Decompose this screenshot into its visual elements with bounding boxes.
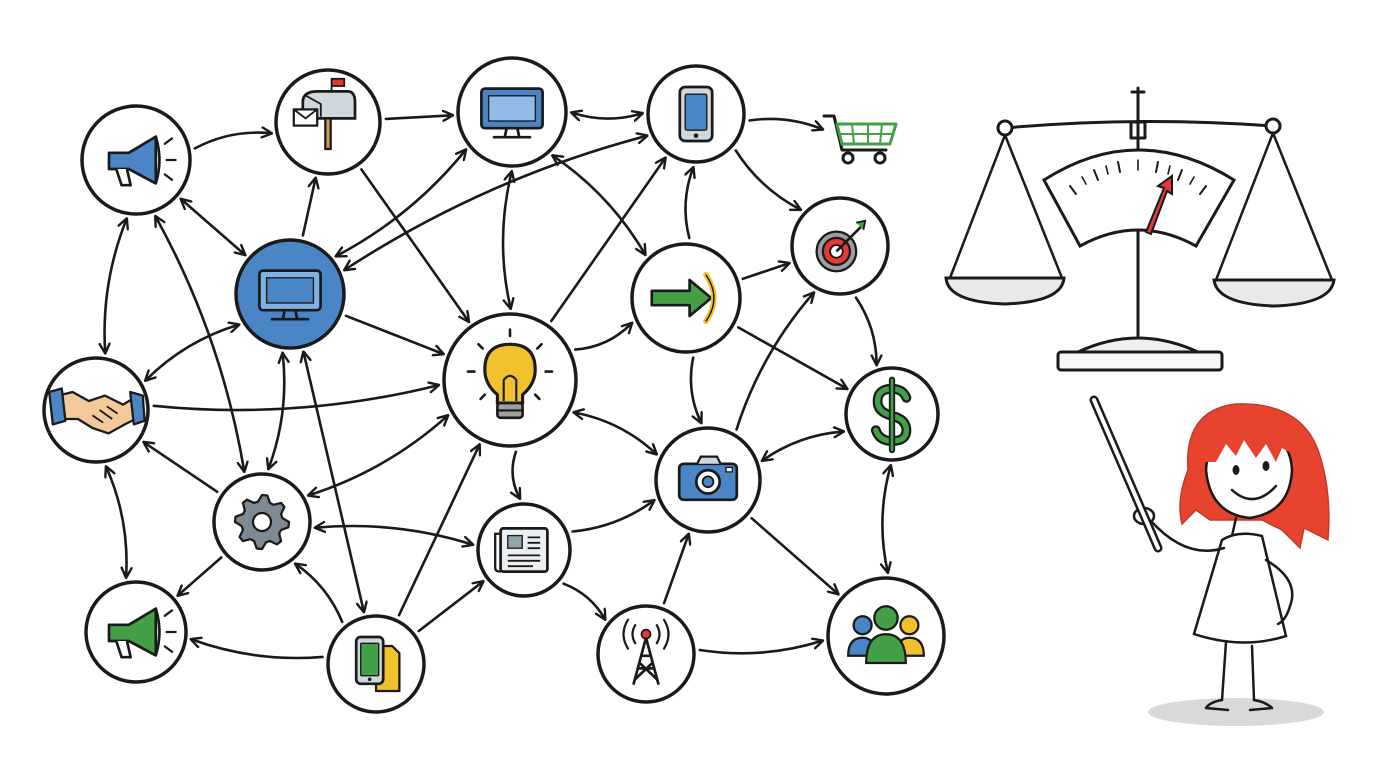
arrow-lightbulb-to-newspaper xyxy=(513,450,520,498)
arrow-dollar-to-people-group xyxy=(882,466,890,572)
camera-icon xyxy=(677,455,739,502)
node-gear xyxy=(212,472,312,572)
node-handshake xyxy=(42,356,150,464)
arrow-phone-documents-to-lightbulb xyxy=(397,445,479,617)
arrow-gear-to-handshake xyxy=(144,442,219,494)
mailbox-icon xyxy=(292,77,357,151)
node-camera xyxy=(654,426,762,534)
connection-arrows xyxy=(105,113,891,660)
arrow-phone-documents-to-gear xyxy=(296,564,344,624)
arrow-radio-tower-to-people-group xyxy=(698,641,822,655)
node-mailbox xyxy=(274,68,382,176)
arrow-lightbulb-to-camera xyxy=(574,413,656,454)
node-newspaper xyxy=(476,502,572,598)
arrow-monitor-hub-to-handshake xyxy=(146,325,239,380)
node-people-group xyxy=(826,576,946,696)
phone-documents-icon xyxy=(354,635,401,693)
gear-icon xyxy=(233,493,291,551)
lightbulb-icon xyxy=(466,328,554,420)
arrow-arrow-signal-to-target xyxy=(741,263,789,281)
node-monitor-hub xyxy=(234,238,346,350)
node-dollar xyxy=(844,366,940,462)
arrow-camera-to-dollar xyxy=(763,432,844,461)
arrow-handshake-to-megaphone-green xyxy=(106,467,126,577)
megaphone-icon xyxy=(107,607,177,659)
handshake-icon xyxy=(48,387,146,435)
pointer-stick-icon xyxy=(1089,395,1163,553)
dollar-sign-icon xyxy=(870,376,912,454)
arrow-megaphone-blue-to-monitor-hub xyxy=(181,199,244,254)
gauge-needle-icon xyxy=(1042,148,1237,249)
arrow-arrow-signal-to-camera xyxy=(689,356,701,423)
arrow-desktop-to-smartphone xyxy=(572,113,642,119)
megaphone-icon xyxy=(107,135,177,187)
node-lightbulb xyxy=(442,312,578,448)
arrow-megaphone-blue-to-handshake xyxy=(105,219,127,353)
arrow-target-to-dollar xyxy=(854,296,877,365)
node-target xyxy=(790,196,890,296)
arrow-phone-documents-to-newspaper xyxy=(417,582,483,633)
arrow-radio-tower-to-camera xyxy=(662,535,688,605)
shopping-cart-icon xyxy=(822,114,898,165)
arrow-megaphone-blue-to-mailbox xyxy=(193,133,271,150)
node-megaphone-green xyxy=(84,580,188,684)
network-nodes xyxy=(42,56,946,714)
target-icon xyxy=(815,219,867,273)
arrow-megaphone-blue-to-gear xyxy=(156,217,245,471)
arrow-monitor-hub-to-phone-documents xyxy=(304,352,364,611)
arrow-camera-to-people-group xyxy=(750,516,838,594)
arrow-newspaper-to-radio-tower xyxy=(562,582,605,619)
newspaper-icon xyxy=(494,527,549,573)
arrow-gear-to-lightbulb xyxy=(309,416,448,495)
node-smartphone xyxy=(646,64,746,164)
arrow-arrow-signal-to-dollar xyxy=(737,326,846,388)
arrow-monitor-hub-to-smartphone xyxy=(345,136,647,270)
arrow-lightbulb-to-smartphone xyxy=(550,158,665,323)
arrow-phone-documents-to-megaphone-green xyxy=(192,639,324,660)
presenter-girl-icon xyxy=(1089,395,1330,726)
arrow-handshake-to-lightbulb xyxy=(152,385,438,412)
arrow-gear-to-megaphone-green xyxy=(178,556,223,596)
arrow-monitor-hub-to-lightbulb xyxy=(344,314,443,354)
arrow-smartphone-to-target xyxy=(734,149,800,210)
arrow-mailbox-to-lightbulb xyxy=(360,168,468,321)
arrow-monitor-hub-to-mailbox xyxy=(301,179,316,237)
arrow-lightbulb-to-arrow-signal xyxy=(574,323,631,351)
arrow-mailbox-to-desktop xyxy=(384,115,452,119)
arrow-desktop-to-lightbulb xyxy=(501,172,512,308)
arrow-smartphone-to-shopping-cart xyxy=(748,117,823,129)
arrow-camera-to-target xyxy=(735,293,814,431)
node-phone-documents xyxy=(326,614,426,714)
forward-arrow-icon xyxy=(650,271,717,325)
arrow-arrow-signal-to-smartphone xyxy=(685,168,693,240)
arrow-gear-to-newspaper xyxy=(316,526,473,544)
monitor-icon xyxy=(258,269,322,321)
balance-scale-icon xyxy=(944,86,1336,372)
desktop-monitor-icon xyxy=(480,87,544,139)
node-arrow-signal xyxy=(630,242,742,354)
node-radio-tower xyxy=(596,604,696,704)
people-group-icon xyxy=(847,605,925,665)
node-desktop xyxy=(456,56,568,168)
arrow-desktop-to-arrow-signal xyxy=(553,156,645,254)
node-megaphone-blue xyxy=(80,104,192,216)
smartphone-icon xyxy=(678,85,714,143)
radio-tower-icon xyxy=(622,618,670,685)
arrow-newspaper-to-camera xyxy=(571,501,654,533)
arrow-monitor-hub-to-gear xyxy=(269,354,285,469)
